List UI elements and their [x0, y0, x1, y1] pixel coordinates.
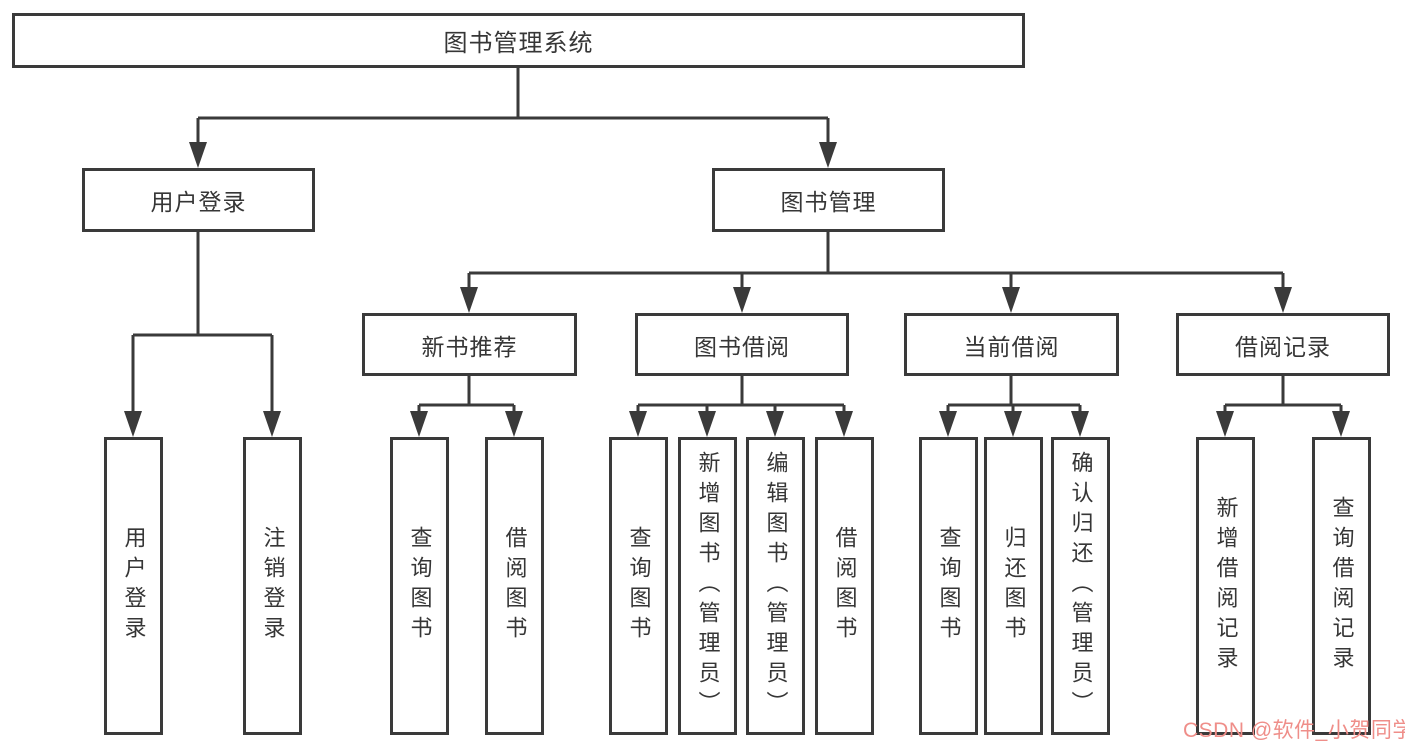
leaf-borrow-books: 借阅图书 [815, 437, 874, 735]
leaf-label: 新增借阅记录 [1213, 496, 1239, 676]
node-user-login: 用户登录 [82, 168, 315, 232]
leaf-label: 查询借阅记录 [1329, 496, 1355, 676]
leaf-query-books-recommend: 查询图书 [390, 437, 449, 735]
leaf-query-books-borrow: 查询图书 [609, 437, 668, 735]
node-label: 图书管理系统 [443, 30, 594, 57]
node-new-book-recommend: 新书推荐 [362, 313, 577, 376]
node-library-management-system: 图书管理系统 [12, 13, 1025, 68]
leaf-label: 归还图书 [1001, 526, 1027, 646]
leaf-label: 查询图书 [407, 526, 433, 646]
node-label: 图书借阅 [694, 333, 790, 360]
node-book-management: 图书管理 [712, 168, 945, 232]
node-current-borrow: 当前借阅 [904, 313, 1119, 376]
node-label: 用户登录 [150, 189, 247, 215]
connector-strokes [131, 68, 1343, 415]
leaf-logout: 注销登录 [243, 437, 302, 735]
leaf-label: 确认归还（管理员） [1068, 451, 1094, 721]
node-label: 图书管理 [780, 189, 877, 215]
arrowheads [124, 142, 1350, 437]
node-book-borrow: 图书借阅 [635, 313, 849, 376]
leaf-return-book: 归还图书 [984, 437, 1043, 735]
leaf-label: 查询图书 [626, 526, 652, 646]
leaf-label: 借阅图书 [502, 526, 528, 646]
leaf-label: 用户登录 [121, 526, 147, 646]
leaf-confirm-return-admin: 确认归还（管理员） [1051, 437, 1110, 735]
leaf-label: 注销登录 [260, 526, 286, 646]
leaf-label: 借阅图书 [832, 526, 858, 646]
node-label: 借阅记录 [1235, 333, 1331, 360]
leaf-borrow-books-recommend: 借阅图书 [485, 437, 544, 735]
leaf-query-borrow-record: 查询借阅记录 [1312, 437, 1371, 735]
node-label: 当前借阅 [963, 333, 1060, 360]
leaf-add-borrow-record: 新增借阅记录 [1196, 437, 1255, 735]
csdn-watermark: CSDN @软件_小贺同学 [1183, 719, 1405, 742]
leaf-label: 新增图书（管理员） [695, 451, 721, 721]
node-borrow-records: 借阅记录 [1176, 313, 1390, 376]
leaf-add-book-admin: 新增图书（管理员） [678, 437, 737, 735]
leaf-label: 编辑图书（管理员） [763, 451, 789, 721]
leaf-label: 查询图书 [936, 526, 962, 646]
leaf-edit-book-admin: 编辑图书（管理员） [746, 437, 805, 735]
leaf-user-login: 用户登录 [104, 437, 163, 735]
node-label: 新书推荐 [421, 333, 518, 360]
leaf-query-books-current: 查询图书 [919, 437, 978, 735]
